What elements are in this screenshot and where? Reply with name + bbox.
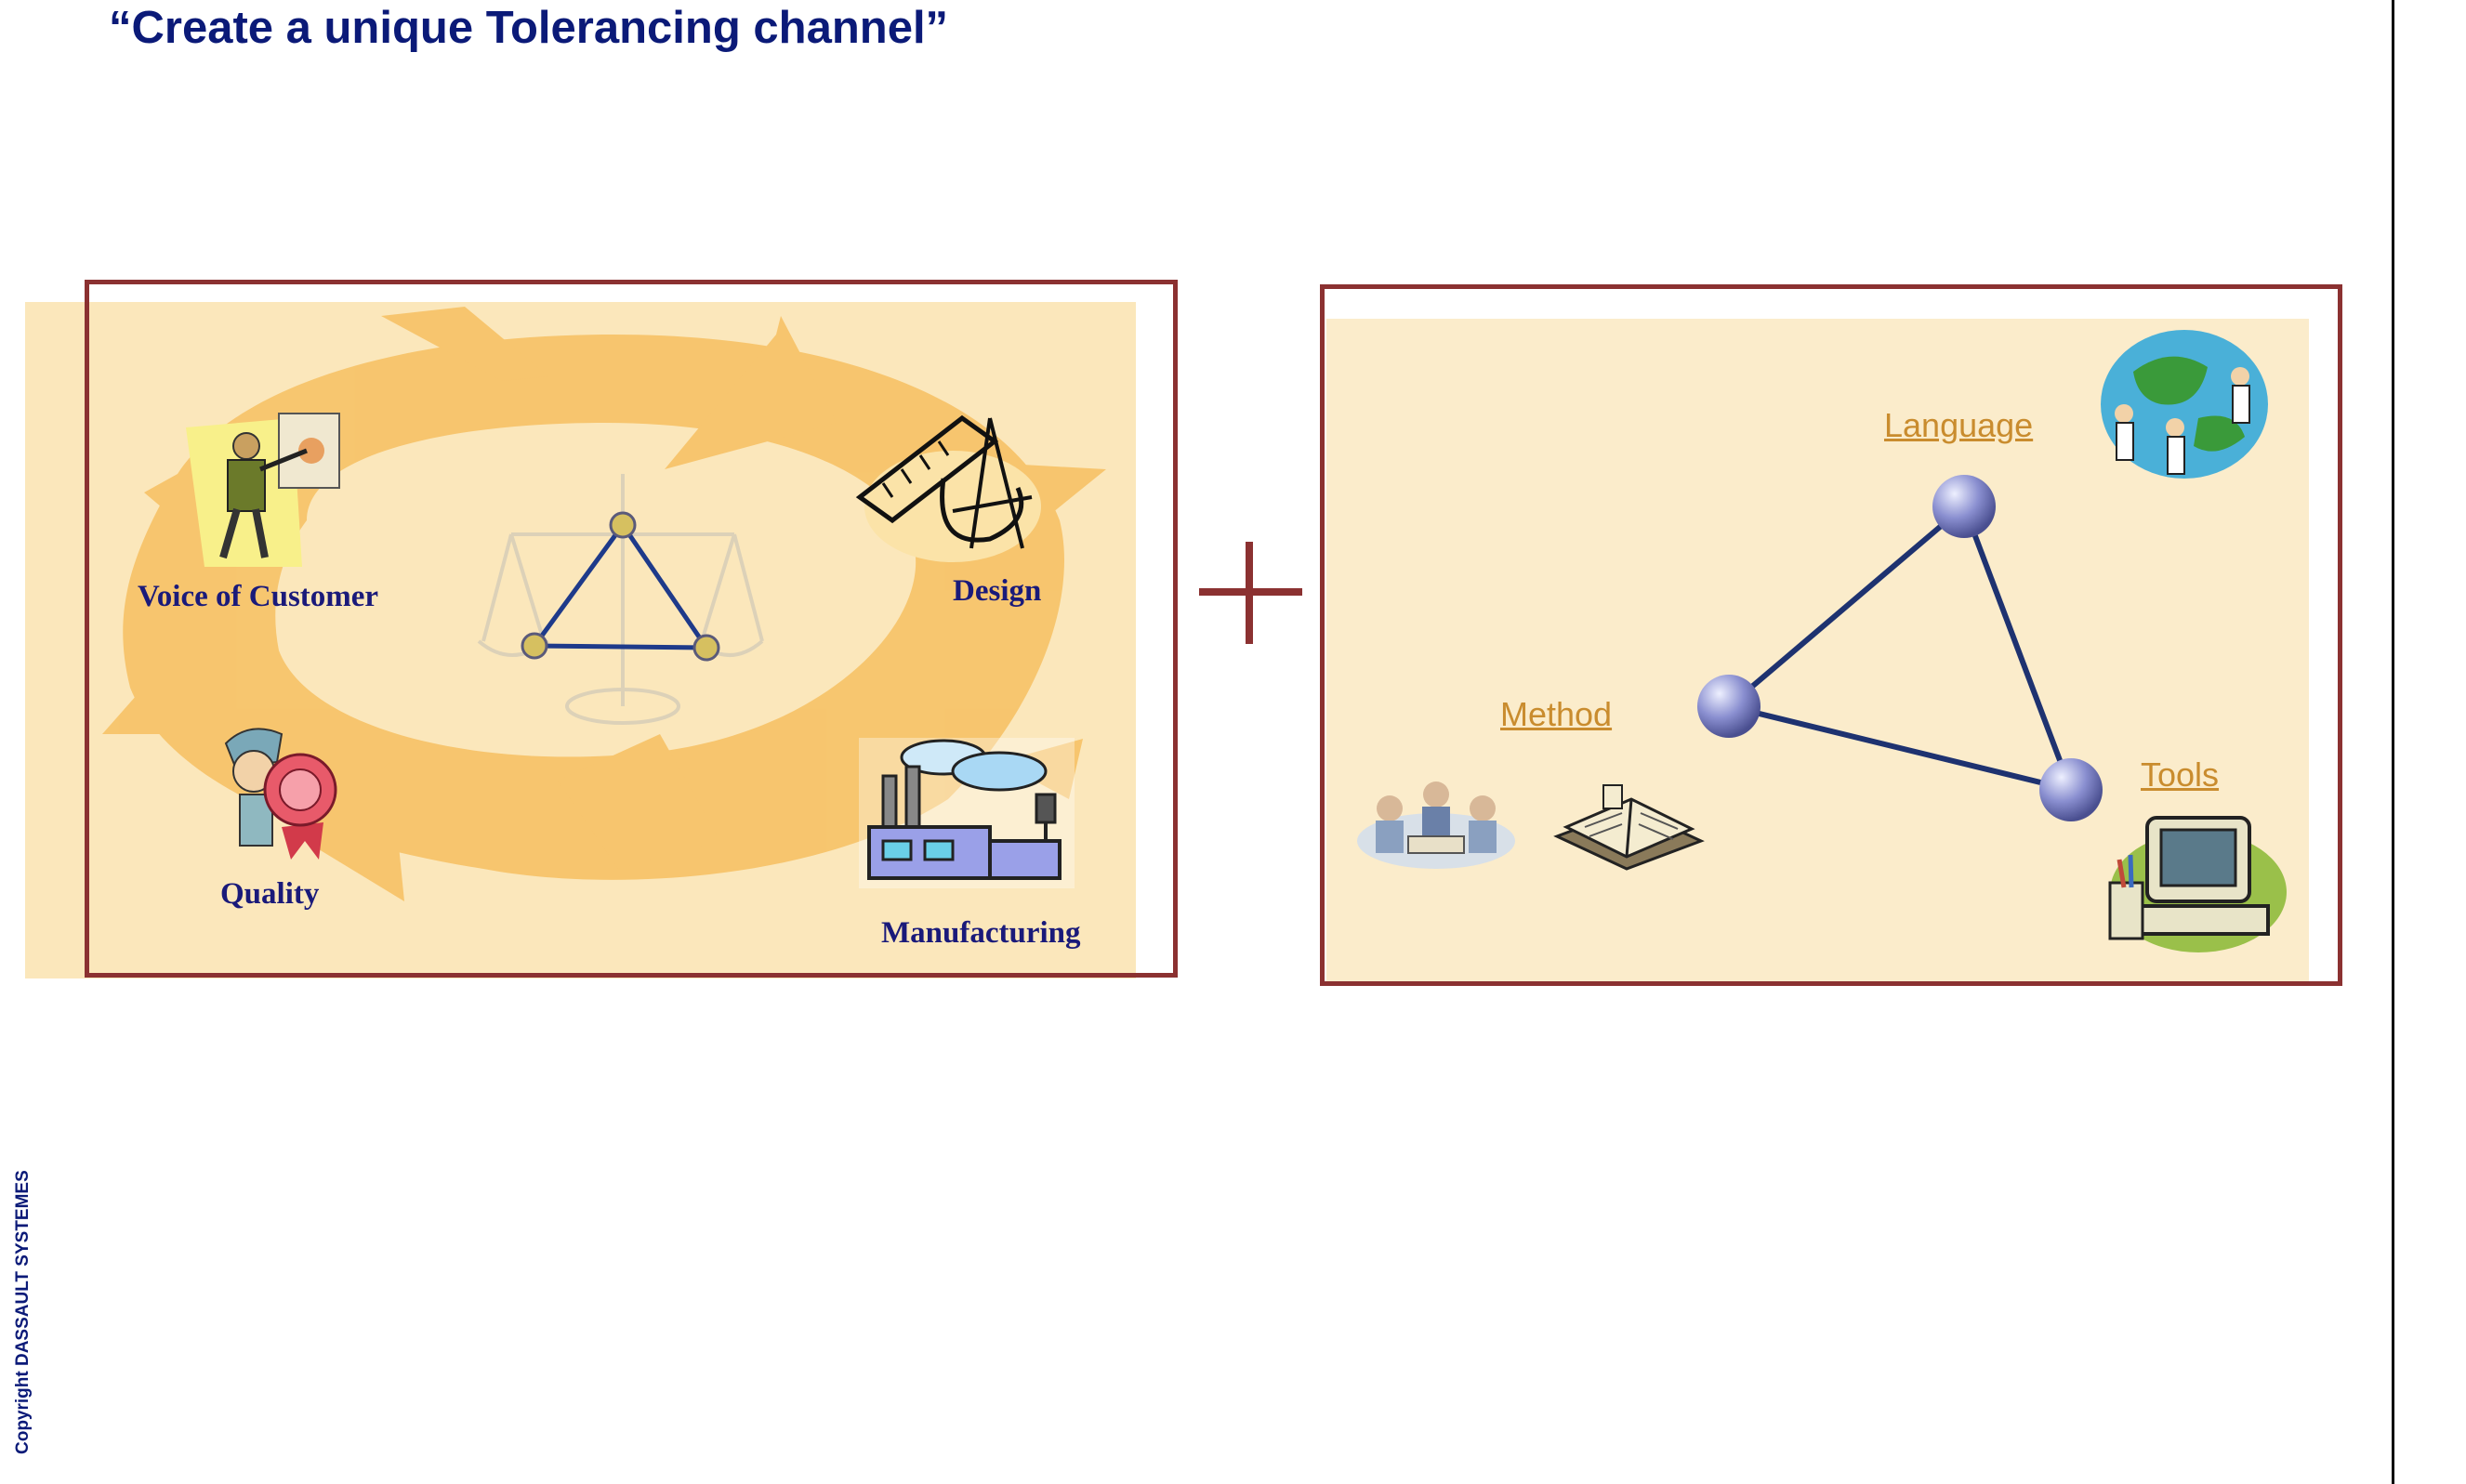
factory-icon <box>859 738 1075 888</box>
label-voice-of-customer: Voice of Customer <box>138 580 379 613</box>
right-margin-rule <box>2392 0 2394 1484</box>
right-panel-frame <box>1320 284 2342 986</box>
computer-icon <box>2108 816 2287 952</box>
label-quality: Quality <box>220 877 320 911</box>
method-node <box>1697 675 1760 738</box>
slide-title: “Create a unique Tolerancing channel” <box>109 3 949 53</box>
team-meeting-icon <box>1357 781 1515 869</box>
language-link[interactable]: Language <box>1884 406 2034 444</box>
plus-sign-vertical <box>1246 542 1253 644</box>
method-link[interactable]: Method <box>1500 695 1613 733</box>
drafting-tools-icon <box>855 414 1041 562</box>
presenter-icon <box>186 413 340 567</box>
label-manufacturing: Manufacturing <box>881 916 1081 950</box>
tools-node <box>2039 758 2103 821</box>
language-node <box>1932 475 1996 538</box>
label-design: Design <box>953 574 1042 608</box>
open-book-icon <box>1553 784 1705 871</box>
tools-link[interactable]: Tools <box>2141 755 2220 794</box>
left-panel-frame <box>85 280 1178 978</box>
award-ribbon-icon <box>224 728 337 860</box>
globe-people-icon <box>2101 330 2268 479</box>
